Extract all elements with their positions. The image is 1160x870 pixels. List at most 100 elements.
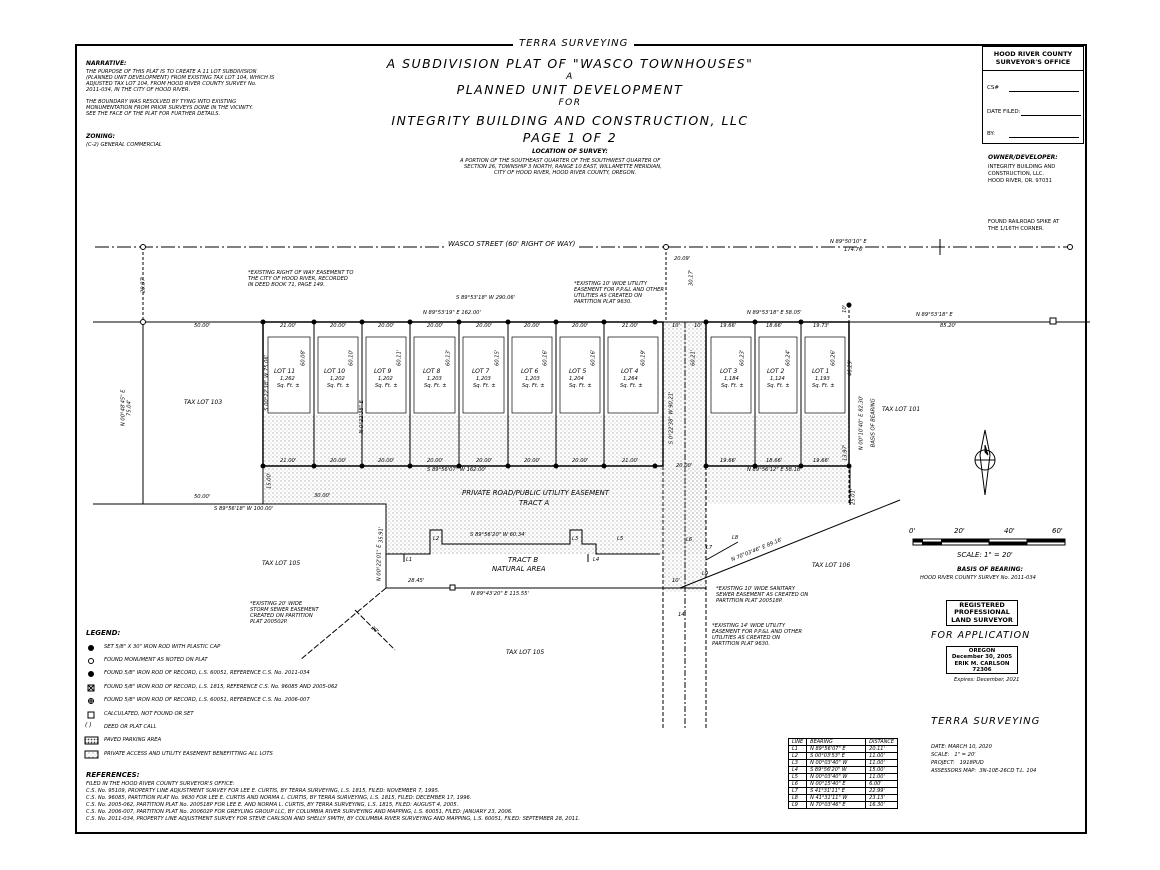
dim-5000: 50.00' [194,494,211,500]
lot-8-unit: Sq. Ft. ± [424,383,447,389]
dim-1500: 15.00' [266,472,273,489]
line-tag-l7: L7 [706,545,713,551]
by-field: BY: [987,131,1079,138]
lot-7-area: 1,203 [476,376,491,382]
registered-surveyor-stamp: REGISTERED PROFESSIONAL LAND SURVEYOR [946,600,1018,626]
sanitary-note-3: PARTITION PLAT 200518P. [716,598,783,604]
street-name: WASCO STREET (60' RIGHT OF WAY) [446,240,578,249]
row-easement-note-3: IN DEED BOOK 71, PAGE 149. [248,282,325,288]
reference-line-6: C.S. No. 2011-034, PROPERTY LINE ADJUSTM… [86,816,581,822]
legend-item-3: FOUND 5/8" IRON ROD OF RECORD, L.S. 6005… [104,670,310,676]
top-bearing-east: N 89°53'18" E 58.05' [747,310,802,316]
dim-top-1: 50.00' [194,323,211,329]
top-bearing-lots: N 89°53'19" E 162.00' [423,310,481,316]
scale-label: SCALE: 1" = 20' [957,551,1013,559]
line-table-cell: 6.00' [865,780,899,788]
utility10-note-3: UTILITIES AS CREATED ON [574,293,643,299]
rr-spike-note-1: FOUND RAILROAD SPIKE AT [988,219,1060,225]
dim-10-south: 10' [672,578,681,584]
legend-item-9: PRIVATE ACCESS AND UTILITY EASEMENT BENE… [104,751,273,757]
dim-top-3: 20.00' [330,323,347,329]
owner-line-1: INTEGRITY BUILDING AND [988,164,1056,170]
line-tag-l1: L1 [406,557,413,563]
plat-title-pud: PLANNED UNIT DEVELOPMENT [456,82,684,97]
location-heading: LOCATION OF SURVEY: [532,148,608,155]
sanitary-note-1: *EXISTING 10' WIDE SANITARY [716,586,796,592]
lot-1-name: LOT 1 [812,368,830,375]
narrative-line-4: 2011-034, IN THE CITY OF HOOD RIVER. [86,87,191,93]
line-table-cell: 20.11' [865,745,899,753]
row-easement-note-2: THE CITY OF HOOD RIVER, RECORDED [248,276,348,282]
line-tag-l2: L2 [433,536,440,542]
narrative-line-1: THE PURPOSE OF THIS PLAT IS TO CREATE A … [86,69,257,75]
utility14-note-3: UTILITIES AS CREATED ON [712,635,781,641]
lot-depth-5: 60.15' [494,349,501,366]
line-table-cell: L8 [787,794,808,802]
tax-lot-105-west: TAX LOT 105 [262,560,301,567]
lot-9-name: LOT 9 [374,368,392,375]
sanitary-note-2: SEWER EASEMENT AS CREATED ON [716,592,809,598]
parentheses-icon: ( ) [85,722,92,729]
firm-name: TERRA SURVEYING [931,716,1041,727]
lot-2-name: LOT 2 [767,368,785,375]
county-box-heading-2: SURVEYOR'S OFFICE [995,58,1071,66]
legend-item-1: SET 5/8" X 30" IRON ROD WITH PLASTIC CAP [104,644,221,650]
bottom-dim-e3: 19.66' [813,458,830,464]
seal-expires: Expires: December, 2021 [954,677,1020,683]
dim-top-9: 21.00' [622,323,639,329]
narrative-line-3: ADJUSTED TAX LOT 104, FROM HOOD RIVER CO… [86,81,257,87]
dim-2845: 28.45' [408,578,425,584]
lot-11-name: LOT 11 [274,368,296,375]
dim-east-small: 10' [842,304,849,313]
legend-symbols [84,645,99,759]
tax-lot-106: TAX LOT 106 [812,562,851,569]
dim-3017: 30.17' [688,269,695,286]
lot-7-unit: Sq. Ft. ± [473,383,496,389]
seal-number: 72306 [972,666,992,673]
tax-lot-103: TAX LOT 103 [184,399,223,406]
dim-top-e3: 19.66' [720,323,737,329]
stamp-line-2: PROFESSIONAL [954,608,1010,617]
tax-lot-101: TAX LOT 101 [882,406,921,413]
firm-assessors-map: ASSESSORS MAP: 3N-10E-26CD T.L. 104 [931,768,1037,774]
lot-11-area: 1,262 [280,376,295,382]
bottom-dim-6: 20.00' [524,458,541,464]
far-east-distance: 85.20' [940,323,957,329]
bottom-dim-3: 20.00' [378,458,395,464]
tract-b-north-bearing: S 89°56'20" W 60.34' [470,532,526,538]
scale-tick-0: 0' [909,527,916,535]
plat-page-number: PAGE 1 OF 2 [522,130,618,145]
line-table-cell: 11.00' [865,759,899,767]
lot-5-name: LOT 5 [569,368,587,375]
center-bearing: S 0°22'38" W 90.21' [668,391,675,445]
location-line-1: A PORTION OF THE SOUTHEAST QUARTER OF TH… [460,158,661,164]
lot-10-area: 1,202 [330,376,345,382]
lot-depth-9: 60.21' [690,349,697,366]
county-box-heading-1: HOOD RIVER COUNTY [993,50,1073,58]
line-table-header-bearing: BEARING [806,738,867,746]
scale-bar [912,538,1066,546]
basis-of-bearing-label: BASIS OF BEARING [870,398,877,448]
bottom-dim-e1: 19.66' [720,458,737,464]
north-arrow-icon [974,429,996,496]
by-label: BY: [987,131,995,137]
bottom-dim-4: 20.00' [427,458,444,464]
lot-4-name: LOT 4 [621,368,639,375]
line-table-cell: 23.13' [865,794,899,802]
date-filed-label: DATE FILED: [987,109,1021,115]
line-table-cell: 22.99' [865,787,899,795]
utility14-note-4: PARTITION PLAT 9630. [712,641,770,647]
legend-heading: LEGEND: [86,629,121,637]
dim-top-e5: 19.73' [813,323,830,329]
lot-depth-bearing: N 0°22'38" E [358,400,365,434]
bottom-dim-e2: 18.66' [766,458,783,464]
line-tag-l4: L4 [593,557,600,563]
tax-lot-105-south: TAX LOT 105 [506,649,545,656]
lot-6-area: 1,203 [525,376,540,382]
storm-note-4: PLAT 200502P. [250,619,288,625]
